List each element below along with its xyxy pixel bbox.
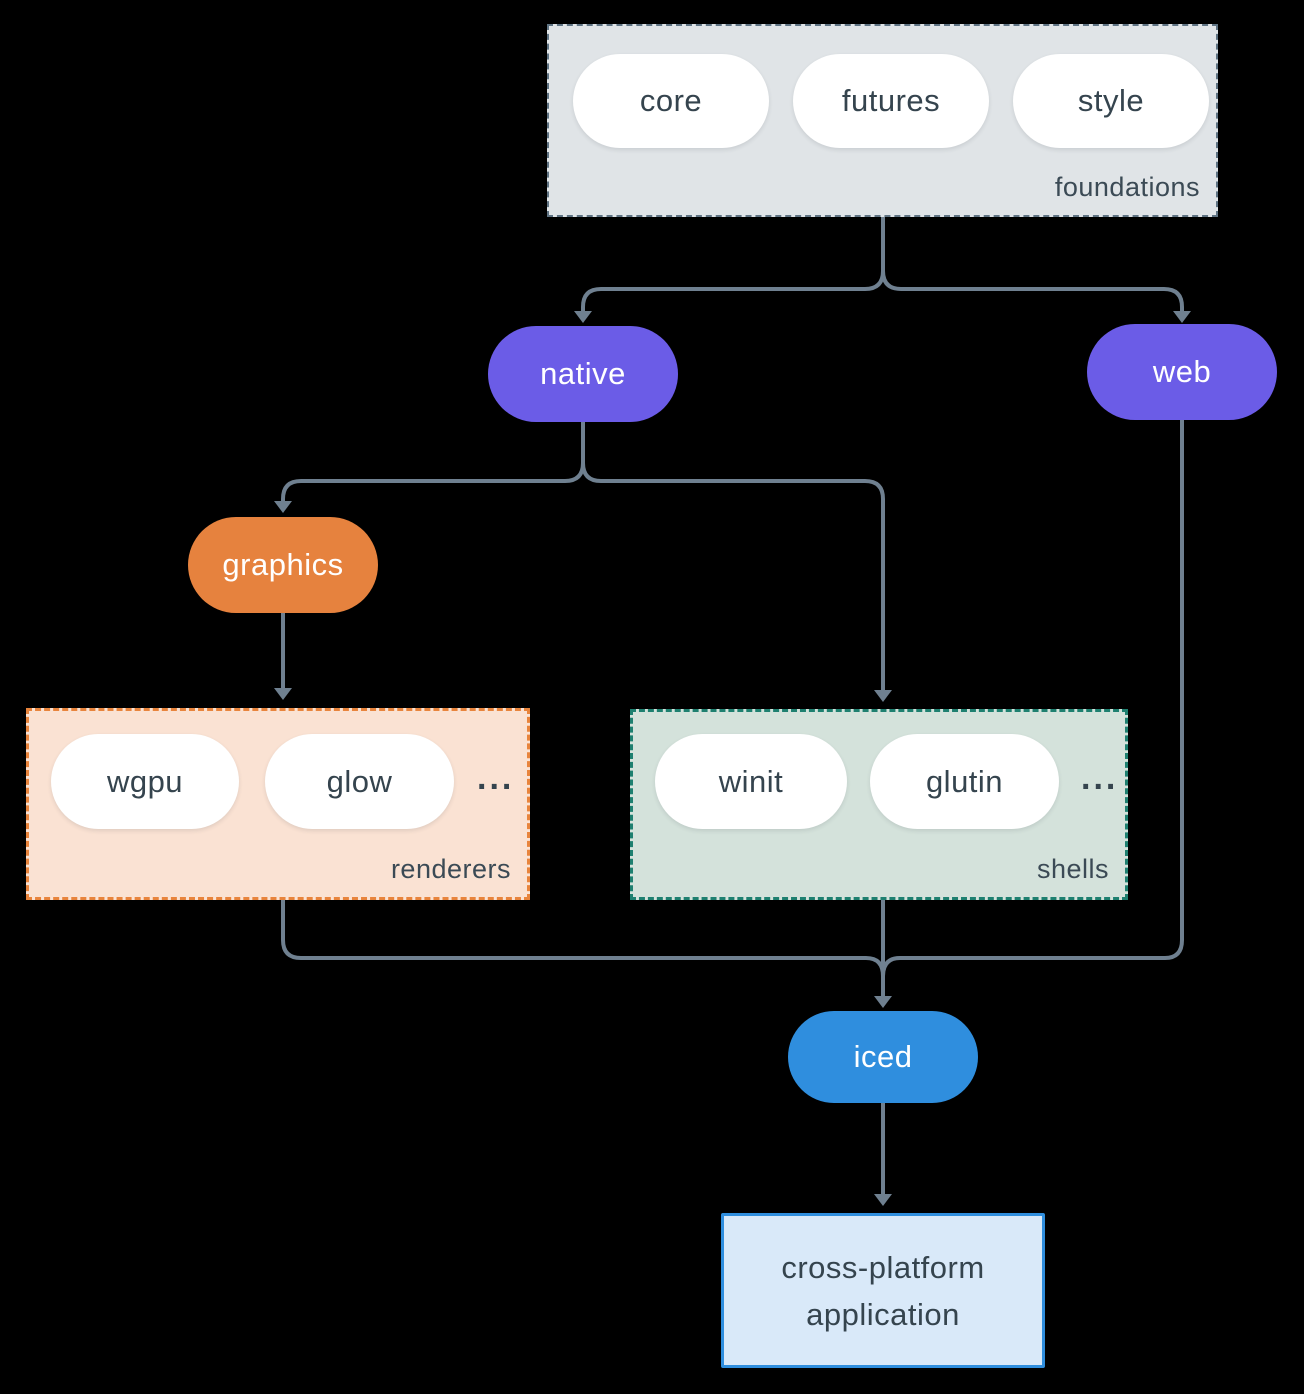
- arrowhead-native: [574, 311, 592, 323]
- node-iced-pill: iced: [788, 1011, 978, 1103]
- arrowhead-iced: [874, 996, 892, 1008]
- arrowhead-renderers: [274, 688, 292, 700]
- group-shells-caption: shells: [1036, 854, 1109, 884]
- edge-foundations-to-native: [581, 270, 885, 311]
- edge-renderers-to-merge: [281, 900, 885, 977]
- node-futures-label: futures: [841, 83, 941, 118]
- arrowhead-shells: [874, 690, 892, 702]
- node-futures-pill: futures: [793, 54, 989, 148]
- group-foundations-caption: foundations: [1054, 172, 1200, 202]
- node-winit-label: winit: [718, 763, 784, 799]
- node-style-label: style: [1077, 83, 1145, 118]
- arrowhead-application: [874, 1194, 892, 1206]
- node-style-pill: style: [1013, 54, 1209, 148]
- node-web-pill: web: [1087, 324, 1277, 420]
- node-graphics-label: graphics: [222, 547, 344, 582]
- node-glutin-pill: glutin: [870, 734, 1059, 829]
- group-foundations: core futures style foundations: [547, 24, 1218, 217]
- node-native-pill: native: [488, 326, 678, 422]
- edge-foundations-to-web: [881, 270, 1184, 311]
- group-shells: winit glutin ... shells: [630, 709, 1128, 900]
- arrowhead-web: [1173, 311, 1191, 323]
- node-iced-label: iced: [853, 1039, 913, 1074]
- node-core-pill: core: [573, 54, 769, 148]
- renderers-ellipsis: ...: [477, 759, 515, 797]
- node-core-label: core: [639, 83, 703, 118]
- node-wgpu-pill: wgpu: [51, 734, 239, 829]
- node-wgpu-label: wgpu: [106, 763, 184, 799]
- edge-native-to-shells: [581, 462, 885, 690]
- node-winit-pill: winit: [655, 734, 847, 829]
- group-renderers-caption: renderers: [390, 854, 511, 884]
- node-graphics-pill: graphics: [188, 517, 378, 613]
- arrowhead-graphics: [274, 501, 292, 513]
- node-web-label: web: [1152, 354, 1212, 389]
- shells-ellipsis: ...: [1081, 759, 1119, 797]
- application-label-line2: application: [806, 1296, 960, 1332]
- node-glow-pill: glow: [265, 734, 454, 829]
- application-label-line1: cross-platform: [781, 1249, 985, 1285]
- node-glow-label: glow: [326, 763, 393, 799]
- node-native-label: native: [540, 356, 626, 391]
- group-renderers: wgpu glow ... renderers: [26, 708, 530, 900]
- node-glutin-label: glutin: [925, 763, 1004, 799]
- node-application-box: cross-platform application: [721, 1213, 1045, 1368]
- edge-native-to-graphics: [281, 462, 585, 501]
